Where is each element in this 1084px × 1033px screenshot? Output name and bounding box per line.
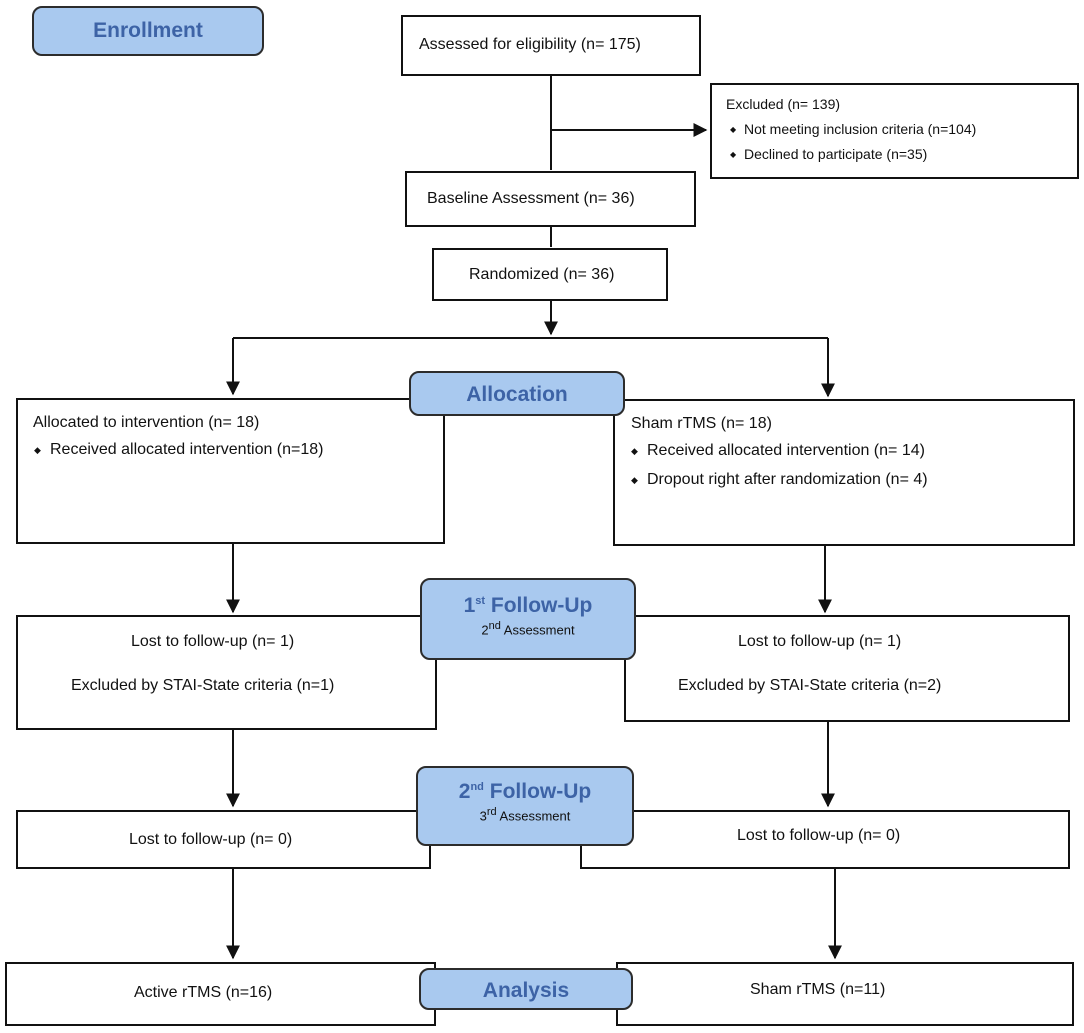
box-fu1-right: Lost to follow-up (n= 1) Excluded by STA… <box>624 615 1070 722</box>
box-analysis-right: Sham rTMS (n=11) <box>616 962 1074 1026</box>
fu2-left-lost: Lost to follow-up (n= 0) <box>129 831 293 848</box>
fu1-left-excluded: Excluded by STAI-State criteria (n=1) <box>71 677 335 694</box>
stage-followup-1-subtitle: 2nd Assessment <box>422 620 634 637</box>
box-assessed: Assessed for eligibility (n= 175) <box>401 15 701 76</box>
stage-analysis: Analysis <box>419 968 633 1010</box>
stage-enrollment: Enrollment <box>32 6 264 56</box>
box-allocated-left: Allocated to intervention (n= 18) Receiv… <box>16 398 445 544</box>
stage-followup-1-title: 1st Follow-Up <box>422 594 634 618</box>
stage-followup-1: 1st Follow-Up 2nd Assessment <box>420 578 636 660</box>
fu1-title-text: Follow-Up <box>490 594 593 617</box>
stage-analysis-label: Analysis <box>482 979 570 1002</box>
stage-followup-2: 2nd Follow-Up 3rd Assessment <box>416 766 634 846</box>
box-fu2-left: Lost to follow-up (n= 0) <box>16 810 431 869</box>
fu1-right-excluded: Excluded by STAI-State criteria (n=2) <box>678 677 942 694</box>
stage-followup-2-subtitle: 3rd Assessment <box>418 806 632 823</box>
box-fu1-left: Lost to follow-up (n= 1) Excluded by STA… <box>16 615 437 730</box>
box-fu2-right: Lost to follow-up (n= 0) <box>580 810 1070 869</box>
box-excluded: Excluded (n= 139) Not meeting inclusion … <box>710 83 1079 179</box>
allocated-right-item-dropout: Dropout right after randomization (n= 4) <box>631 471 928 489</box>
box-baseline: Baseline Assessment (n= 36) <box>405 171 696 227</box>
fu1-ordinal-suffix: st <box>475 595 486 607</box>
fu1-left-lost: Lost to follow-up (n= 1) <box>131 633 295 650</box>
assessed-text: Assessed for eligibility (n= 175) <box>419 36 641 53</box>
allocated-left-title: Allocated to intervention (n= 18) <box>33 414 260 431</box>
stage-allocation-label: Allocation <box>466 383 568 406</box>
fu1-sub-ordinal: 2 <box>481 622 489 638</box>
fu1-right-lost: Lost to follow-up (n= 1) <box>738 633 902 650</box>
allocated-right-title: Sham rTMS (n= 18) <box>631 415 772 432</box>
excluded-item-declined: Declined to participate (n=35) <box>730 146 927 162</box>
excluded-item-inclusion: Not meeting inclusion criteria (n=104) <box>730 121 976 137</box>
fu2-right-lost: Lost to follow-up (n= 0) <box>737 827 901 844</box>
stage-enrollment-label: Enrollment <box>93 19 203 42</box>
baseline-text: Baseline Assessment (n= 36) <box>427 190 635 207</box>
fu2-sub-ordinal-suffix: rd <box>486 806 497 818</box>
box-analysis-left: Active rTMS (n=16) <box>5 962 436 1026</box>
fu2-sub-text: Assessment <box>499 808 571 824</box>
stage-allocation: Allocation <box>409 371 625 416</box>
fu1-sub-ordinal-suffix: nd <box>488 620 501 632</box>
analysis-left-text: Active rTMS (n=16) <box>134 984 273 1001</box>
analysis-right-text: Sham rTMS (n=11) <box>750 981 886 998</box>
fu2-title-text: Follow-Up <box>489 780 592 803</box>
box-randomized: Randomized (n= 36) <box>432 248 668 301</box>
allocated-right-item-received: Received allocated intervention (n= 14) <box>631 442 925 460</box>
fu2-ordinal: 2 <box>458 780 471 803</box>
stage-followup-2-title: 2nd Follow-Up <box>418 780 632 804</box>
fu1-ordinal: 1 <box>463 594 476 617</box>
box-allocated-right: Sham rTMS (n= 18) Received allocated int… <box>613 399 1075 546</box>
excluded-title: Excluded (n= 139) <box>726 96 841 112</box>
fu2-sub-ordinal: 3 <box>479 808 487 824</box>
fu2-ordinal-suffix: nd <box>470 781 484 793</box>
allocated-left-item-received: Received allocated intervention (n=18) <box>34 441 323 459</box>
randomized-text: Randomized (n= 36) <box>469 266 615 283</box>
fu1-sub-text: Assessment <box>503 622 575 638</box>
